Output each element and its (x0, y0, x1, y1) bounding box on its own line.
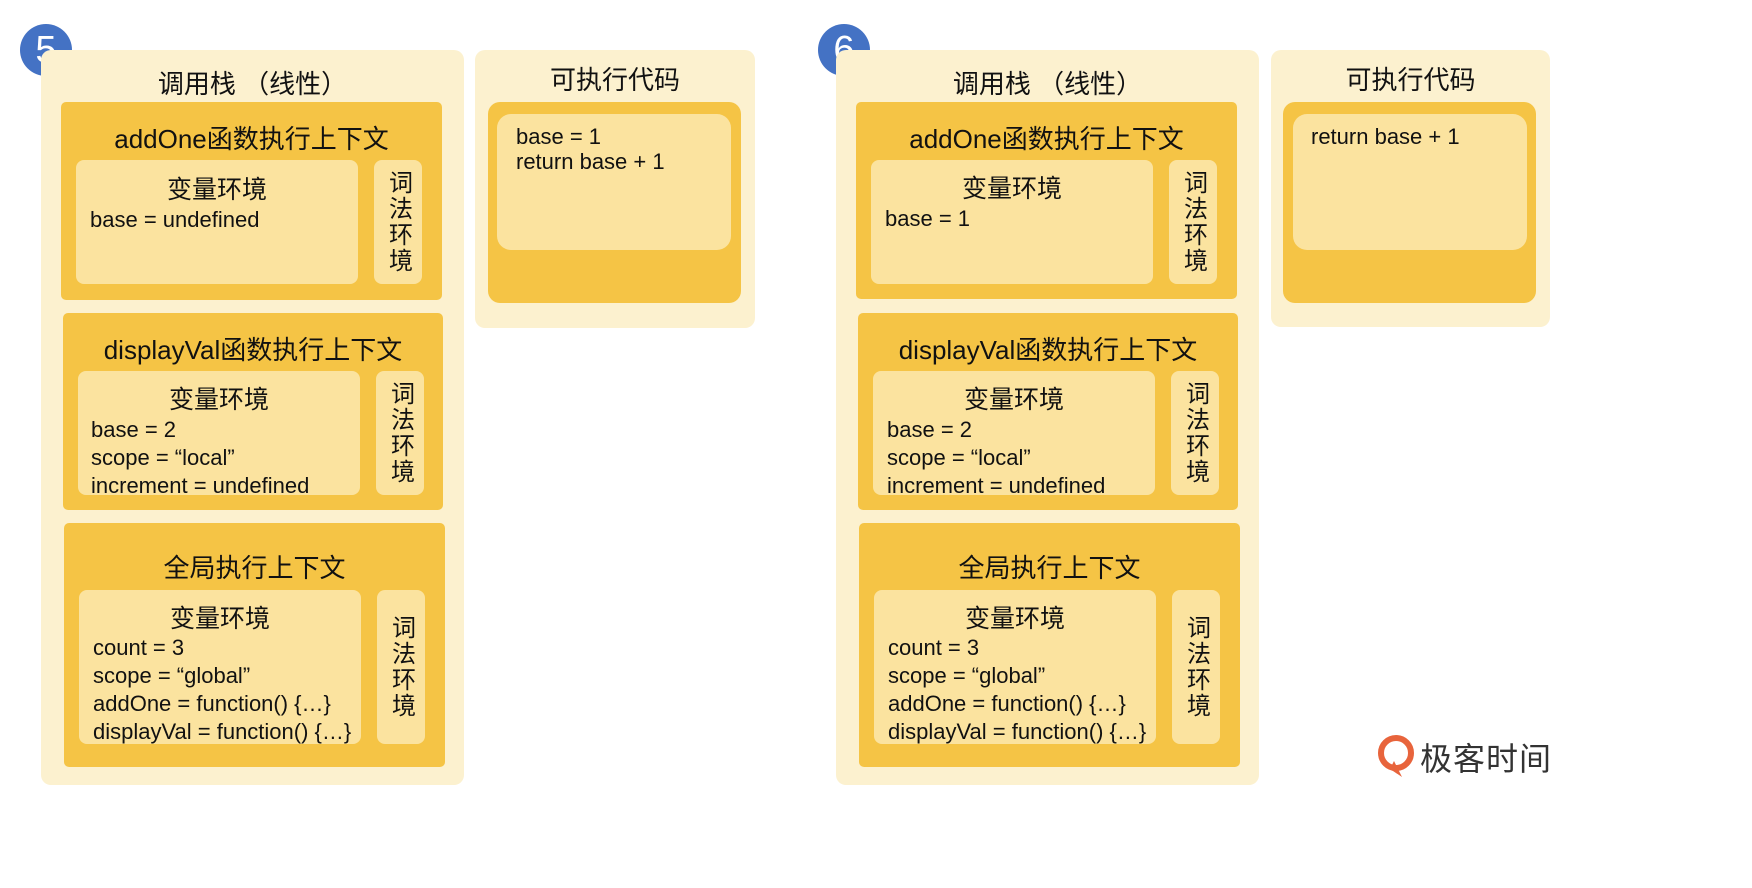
variable-entry: scope = “local” (91, 445, 235, 470)
variable-environment (873, 371, 1155, 495)
variable-environment-title: 变量环境 (964, 605, 1065, 633)
code-lines: base = 1 return base + 1 (516, 124, 665, 174)
variable-list: count = 3 scope = “global” addOne = func… (93, 634, 351, 746)
variable-entry: addOne = function() {…} (888, 691, 1126, 716)
variable-environment (78, 371, 360, 495)
variable-environment (79, 590, 361, 744)
call-stack-title: 调用栈 （线性） (952, 69, 1143, 99)
context-title: 全局执行上下文 (958, 553, 1141, 583)
variable-entry: count = 3 (93, 635, 185, 660)
variable-environment-title: 变量环境 (961, 175, 1062, 203)
executable-code-title: 可执行代码 (1345, 65, 1476, 95)
variable-entry: base = 2 (91, 417, 177, 442)
variable-environment-title: 变量环境 (166, 176, 267, 204)
lexical-environment: 词法环境 (1172, 590, 1220, 744)
context-title: addOne函数执行上下文 (114, 124, 389, 154)
code-line: base = 1 (516, 124, 602, 149)
variable-entry: count = 3 (888, 635, 980, 660)
variable-environment-title: 变量环境 (168, 386, 269, 414)
variable-entry: base = undefined (90, 207, 260, 232)
variable-environment-title: 变量环境 (963, 386, 1064, 414)
current-code (1293, 114, 1527, 250)
variable-list: base = 1 (885, 205, 970, 233)
code-lines: return base + 1 (1311, 124, 1460, 149)
watermark-logo: 极客时间 (1378, 734, 1552, 780)
lexical-environment: 词法环境 (377, 590, 425, 744)
variable-environment-title: 变量环境 (169, 605, 270, 633)
context-title: displayVal函数执行上下文 (898, 335, 1198, 365)
variable-entry: addOne = function() {…} (93, 691, 331, 716)
variable-list: count = 3 scope = “global” addOne = func… (888, 634, 1146, 746)
variable-entry: scope = “global” (93, 663, 251, 688)
geektime-logo-icon (1378, 735, 1414, 777)
variable-list: base = undefined (90, 206, 259, 234)
context-title: addOne函数执行上下文 (909, 124, 1184, 154)
code-line: return base + 1 (516, 149, 665, 174)
call-stack-title: 调用栈 （线性） (157, 69, 348, 99)
variable-environment (874, 590, 1156, 744)
lexical-environment: 词法环境 (374, 160, 422, 284)
variable-entry: scope = “global” (888, 663, 1046, 688)
variable-entry: displayVal = function() {…} (888, 719, 1147, 744)
variable-entry: scope = “local” (887, 445, 1031, 470)
variable-entry: increment = undefined (887, 473, 1106, 498)
variable-environment (871, 160, 1153, 284)
variable-entry: base = 1 (885, 206, 971, 231)
variable-entry: base = 2 (887, 417, 973, 442)
executable-code-title: 可执行代码 (549, 65, 680, 95)
lexical-environment: 词法环境 (376, 371, 424, 495)
variable-entry: increment = undefined (91, 473, 310, 498)
context-title: displayVal函数执行上下文 (103, 335, 403, 365)
current-code (497, 114, 731, 250)
lexical-environment: 词法环境 (1169, 160, 1217, 284)
variable-list: base = 2 scope = “local” increment = und… (91, 416, 309, 500)
watermark-text: 极客时间 (1420, 741, 1553, 777)
code-line: return base + 1 (1311, 124, 1460, 149)
variable-list: base = 2 scope = “local” increment = und… (887, 416, 1105, 500)
variable-environment (76, 160, 358, 284)
lexical-environment: 词法环境 (1171, 371, 1219, 495)
context-title: 全局执行上下文 (163, 553, 346, 583)
variable-entry: displayVal = function() {…} (93, 719, 352, 744)
